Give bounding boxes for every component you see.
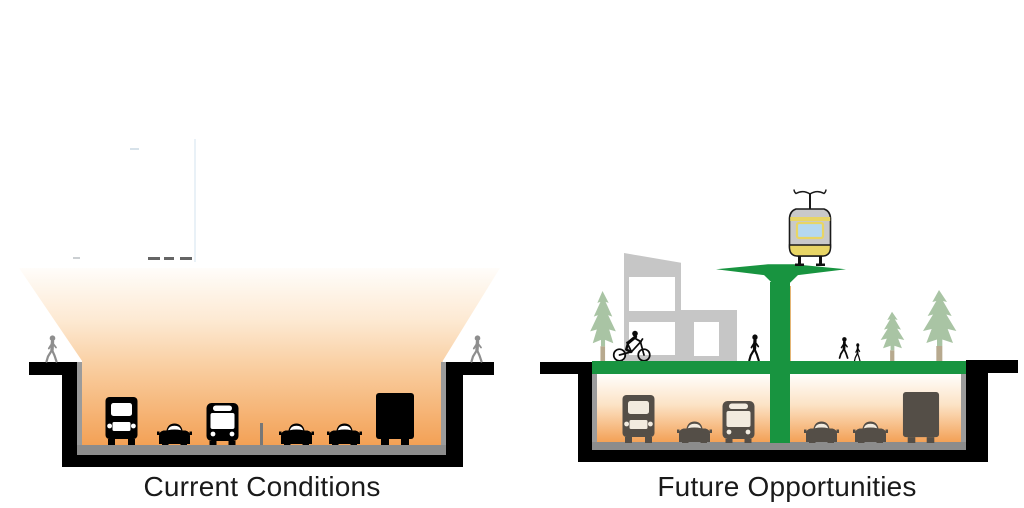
pedestrian-icon bbox=[467, 335, 487, 363]
box-truck-icon bbox=[902, 392, 940, 443]
building-window bbox=[629, 277, 675, 311]
building-door bbox=[694, 322, 719, 356]
trench-flange-right bbox=[446, 362, 494, 375]
highway-cap-deck bbox=[592, 361, 966, 374]
ghost-building-mark bbox=[180, 257, 192, 260]
pine-tree-icon bbox=[875, 311, 909, 362]
ghost-building-mark bbox=[148, 257, 160, 260]
truck-icon bbox=[104, 397, 139, 445]
pedestrian-icon bbox=[42, 335, 62, 363]
trench-wall-lining-right bbox=[961, 374, 966, 442]
bicyclist-icon bbox=[611, 330, 653, 362]
trench-wall-left bbox=[62, 374, 77, 455]
car-icon bbox=[279, 419, 314, 445]
heat-glow bbox=[19, 268, 500, 445]
box-truck-icon bbox=[375, 393, 415, 445]
ghost-building-line bbox=[194, 139, 196, 262]
ghost-building-mark bbox=[73, 257, 80, 259]
pedestrian-icon bbox=[745, 334, 764, 362]
car-icon bbox=[677, 417, 712, 443]
trench-wall-lining-left bbox=[592, 374, 597, 442]
ghost-building-mark bbox=[164, 257, 174, 260]
trench-flange-left bbox=[29, 362, 77, 375]
trench-base bbox=[62, 455, 463, 467]
ghost-building-mark bbox=[130, 148, 139, 150]
bus-icon bbox=[721, 401, 756, 443]
trench-wall-lining-right bbox=[441, 362, 446, 445]
trench-wall-left bbox=[578, 373, 592, 455]
car-icon bbox=[804, 417, 839, 443]
trench-base bbox=[578, 450, 988, 462]
car-icon bbox=[157, 419, 192, 445]
trench-wall-right bbox=[966, 373, 988, 453]
roadway bbox=[592, 442, 966, 450]
right-panel-label: Future Opportunities bbox=[657, 471, 917, 502]
left-panel-label: Current Conditions bbox=[143, 471, 381, 502]
car-icon bbox=[853, 417, 888, 443]
roadway bbox=[77, 445, 446, 455]
pedestrian-child-icon bbox=[852, 343, 863, 362]
trench-flange-left bbox=[540, 362, 592, 374]
pedestrian-adult-icon bbox=[836, 334, 852, 362]
gondola-icon bbox=[788, 189, 832, 266]
trench-wall-lining-left bbox=[77, 362, 82, 445]
trench-wall-right bbox=[446, 374, 463, 455]
column-ladder-line bbox=[789, 286, 791, 372]
trench-flange-right bbox=[966, 360, 1018, 373]
pine-tree-icon bbox=[915, 289, 963, 363]
bus-icon bbox=[205, 403, 240, 445]
car-icon bbox=[327, 419, 362, 445]
truck-icon bbox=[621, 395, 656, 443]
median-marker bbox=[260, 423, 263, 445]
